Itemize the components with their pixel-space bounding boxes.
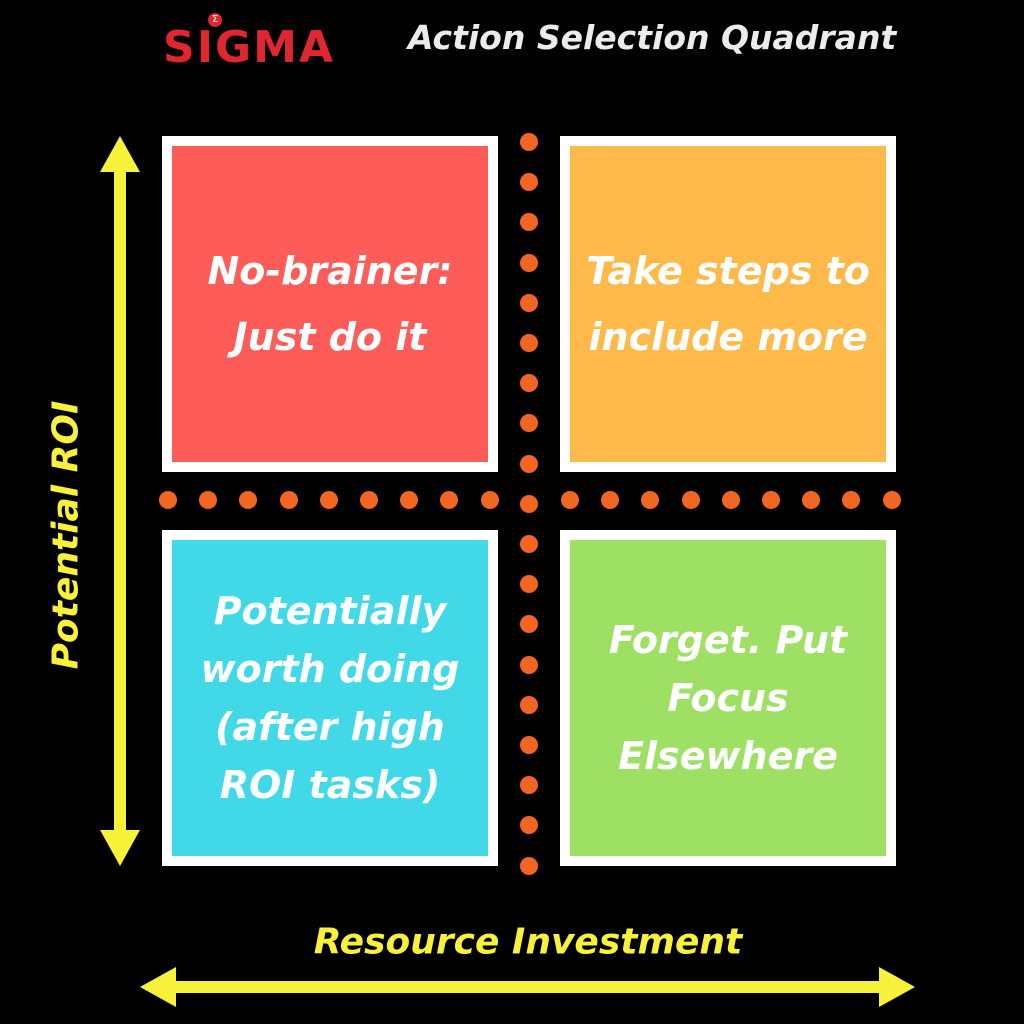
divider-dot bbox=[520, 454, 538, 473]
divider-dot bbox=[520, 615, 538, 634]
divider-dot bbox=[360, 491, 378, 509]
sigma-symbol-icon: Σ bbox=[208, 13, 222, 27]
divider-dot bbox=[520, 695, 538, 714]
divider-dot bbox=[520, 213, 538, 232]
divider-dot bbox=[520, 655, 538, 674]
divider-dot bbox=[239, 491, 258, 509]
divider-dot bbox=[721, 491, 740, 509]
divider-dot bbox=[802, 491, 821, 509]
divider-dot bbox=[520, 253, 538, 272]
divider-dot bbox=[561, 491, 579, 509]
divider-dot bbox=[520, 776, 538, 795]
divider-dot bbox=[520, 856, 538, 875]
divider-dot bbox=[480, 491, 499, 509]
divider-dot bbox=[681, 491, 700, 509]
divider-dot bbox=[520, 293, 538, 312]
divider-dot bbox=[199, 491, 218, 509]
divider-dot bbox=[440, 491, 459, 509]
divider-dot bbox=[520, 494, 538, 513]
y-axis-label: Potential ROI bbox=[45, 400, 87, 670]
page-title: Action Selection Quadrant bbox=[408, 18, 897, 57]
divider-dot bbox=[520, 816, 538, 835]
divider-dot bbox=[400, 491, 419, 509]
divider-dot bbox=[882, 491, 901, 509]
divider-dot bbox=[762, 491, 780, 509]
quadrant-high-roi-low-investment: No-brainer: Just do it bbox=[162, 136, 498, 472]
divider-dot bbox=[279, 491, 298, 509]
divider-dot bbox=[520, 173, 538, 192]
divider-dot bbox=[601, 491, 620, 509]
divider-dot bbox=[319, 491, 338, 509]
y-axis-arrow bbox=[100, 136, 140, 866]
x-axis-label: Resource Investment bbox=[313, 921, 743, 963]
divider-dot bbox=[842, 491, 861, 509]
divider-dot bbox=[641, 491, 660, 509]
divider-dot bbox=[520, 133, 538, 151]
quadrant-low-roi-high-investment: Forget. Put Focus Elsewhere bbox=[560, 530, 896, 866]
quadrant-high-roi-high-investment: Take steps to include more bbox=[560, 136, 896, 472]
divider-dot bbox=[520, 374, 538, 393]
divider-dot bbox=[520, 334, 538, 352]
divider-dot bbox=[520, 535, 538, 553]
divider-dot bbox=[520, 575, 538, 594]
quadrant-low-roi-low-investment: Potentially worth doing (after high ROI … bbox=[162, 530, 498, 866]
x-axis-arrow bbox=[140, 967, 915, 1007]
divider-dot bbox=[159, 491, 177, 509]
divider-dot bbox=[520, 414, 538, 433]
sigma-logo: SIGMA bbox=[163, 22, 336, 73]
divider-dot bbox=[520, 736, 538, 754]
